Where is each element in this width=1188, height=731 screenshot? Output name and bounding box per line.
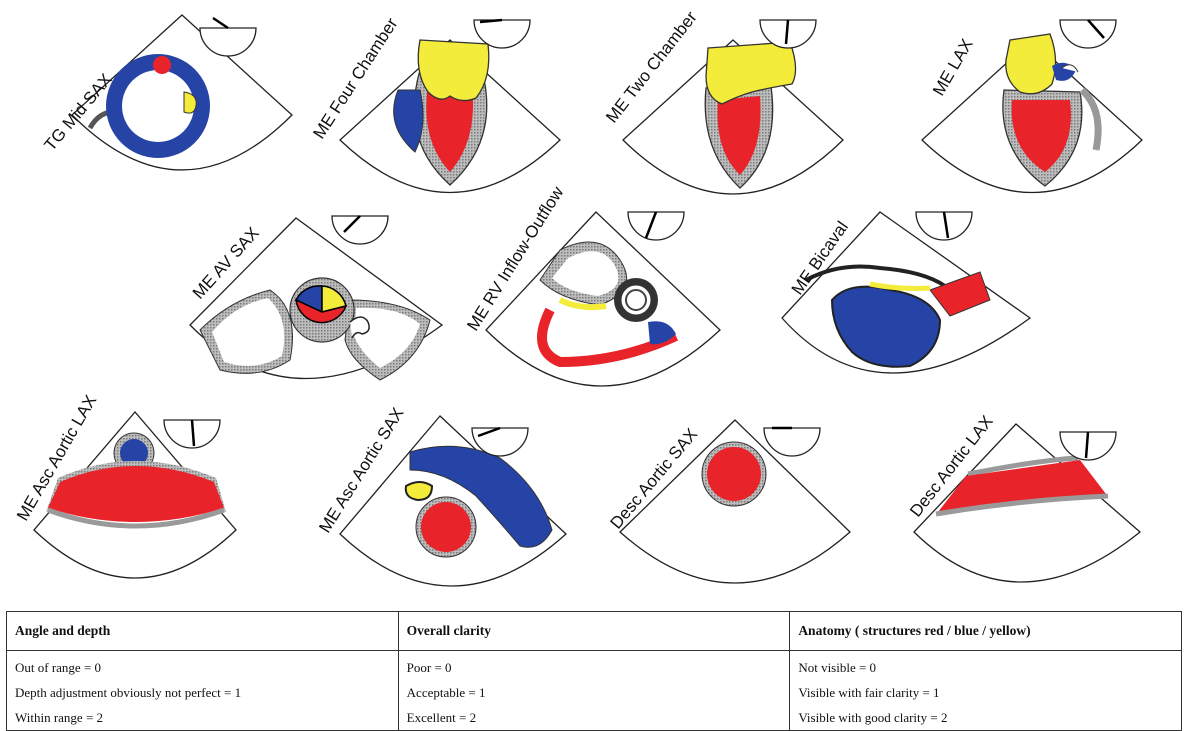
view-me-asc-aortic-lax: ME Asc Aortic LAX xyxy=(13,392,236,578)
view-me-lax: ME LAX xyxy=(922,20,1142,193)
la-yellow xyxy=(1006,34,1056,94)
overall-clarity-cell: Poor = 0 Acceptable = 1 Excellent = 2 xyxy=(398,651,790,731)
header-overall-clarity: Overall clarity xyxy=(398,612,790,651)
view-me-av-sax: ME AV SAX xyxy=(189,216,442,380)
lv-cavity xyxy=(122,70,194,142)
svc-yellow xyxy=(406,482,432,500)
view-tg-mid-sax: TG Mid SAX xyxy=(41,15,292,170)
probe-angle-icon xyxy=(164,420,220,448)
aorta-red xyxy=(707,447,761,501)
probe-angle-icon xyxy=(1060,20,1116,48)
score-row: Excellent = 2 xyxy=(407,705,782,730)
echo-views-diagram: TG Mid SAX ME Four Chamber ME Two Chambe… xyxy=(0,0,1188,608)
anatomy-cell: Not visible = 0 Visible with fair clarit… xyxy=(790,651,1182,731)
score-row: Visible with good clarity = 2 xyxy=(798,705,1173,730)
probe-angle-icon xyxy=(628,212,684,240)
score-row: Depth adjustment obviously not perfect =… xyxy=(15,680,390,705)
score-row: Visible with fair clarity = 1 xyxy=(798,680,1173,705)
view-me-two-chamber: ME Two Chamber xyxy=(602,8,843,194)
aorta-core xyxy=(626,290,646,310)
score-row: Within range = 2 xyxy=(15,705,390,730)
view-label: ME LAX xyxy=(929,35,977,99)
view-me-rv-inflow-outflow: ME RV Inflow-Outflow xyxy=(463,183,720,386)
probe-angle-icon xyxy=(916,212,972,240)
score-row: Poor = 0 xyxy=(407,655,782,680)
probe-angle-icon xyxy=(332,216,388,244)
header-angle-depth: Angle and depth xyxy=(7,612,399,651)
view-me-asc-aortic-sax: ME Asc Aortic SAX xyxy=(315,404,566,586)
header-anatomy: Anatomy ( structures red / blue / yellow… xyxy=(790,612,1182,651)
score-row: Not visible = 0 xyxy=(798,655,1173,680)
view-desc-aortic-sax: Desc Aortic SAX xyxy=(607,420,850,583)
probe-angle-icon xyxy=(764,428,820,456)
aorta-red xyxy=(421,502,471,552)
view-me-four-chamber: ME Four Chamber xyxy=(309,14,560,192)
angle-depth-cell: Out of range = 0 Depth adjustment obviou… xyxy=(7,651,399,731)
probe-angle-icon xyxy=(1060,432,1116,460)
view-desc-aortic-lax: Desc Aortic LAX xyxy=(906,412,1140,582)
view-me-bicaval: ME Bicaval xyxy=(782,212,1030,373)
score-row: Acceptable = 1 xyxy=(407,680,782,705)
score-row: Out of range = 0 xyxy=(15,655,390,680)
papillary-red xyxy=(153,56,171,74)
atria-yellow xyxy=(418,40,489,101)
scoring-table: Angle and depth Overall clarity Anatomy … xyxy=(6,611,1182,731)
